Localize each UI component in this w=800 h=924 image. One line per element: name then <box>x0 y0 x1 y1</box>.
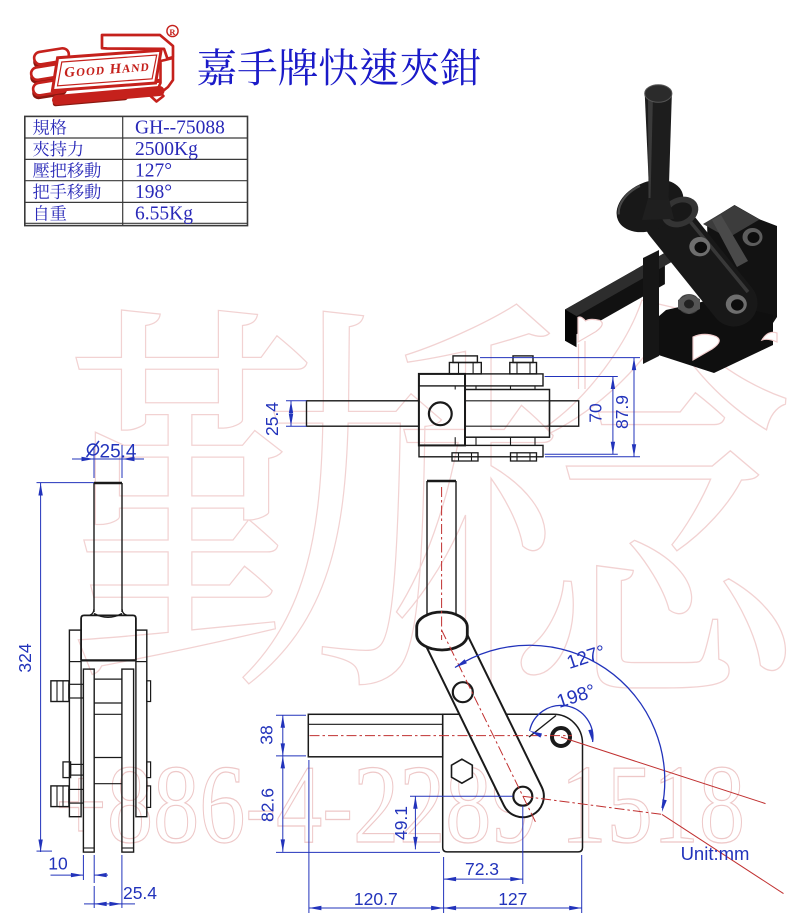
svg-text:38: 38 <box>257 725 277 744</box>
svg-text:127°: 127° <box>135 161 172 182</box>
svg-text:6.55Kg: 6.55Kg <box>135 204 193 225</box>
svg-text:R: R <box>169 27 176 37</box>
svg-text:82.6: 82.6 <box>258 788 278 822</box>
svg-text:25.4: 25.4 <box>262 402 282 436</box>
svg-text:324: 324 <box>15 643 35 672</box>
svg-text:25.4: 25.4 <box>100 442 137 463</box>
svg-text:87.9: 87.9 <box>612 395 632 429</box>
svg-text:GH--75088: GH--75088 <box>135 118 225 139</box>
svg-text:49.1: 49.1 <box>391 806 411 840</box>
svg-text:2500Kg: 2500Kg <box>135 139 198 160</box>
svg-text:198°: 198° <box>135 182 172 203</box>
svg-text:70: 70 <box>586 403 606 423</box>
svg-text:+886-4-2289 1518: +886-4-2289 1518 <box>55 743 745 867</box>
svg-text:127: 127 <box>498 889 527 909</box>
svg-text:120.7: 120.7 <box>354 889 398 909</box>
svg-text:10: 10 <box>48 854 68 874</box>
svg-text:25.4: 25.4 <box>123 883 157 903</box>
svg-text:Unit:mm: Unit:mm <box>681 843 750 864</box>
svg-text:72.3: 72.3 <box>465 859 499 879</box>
